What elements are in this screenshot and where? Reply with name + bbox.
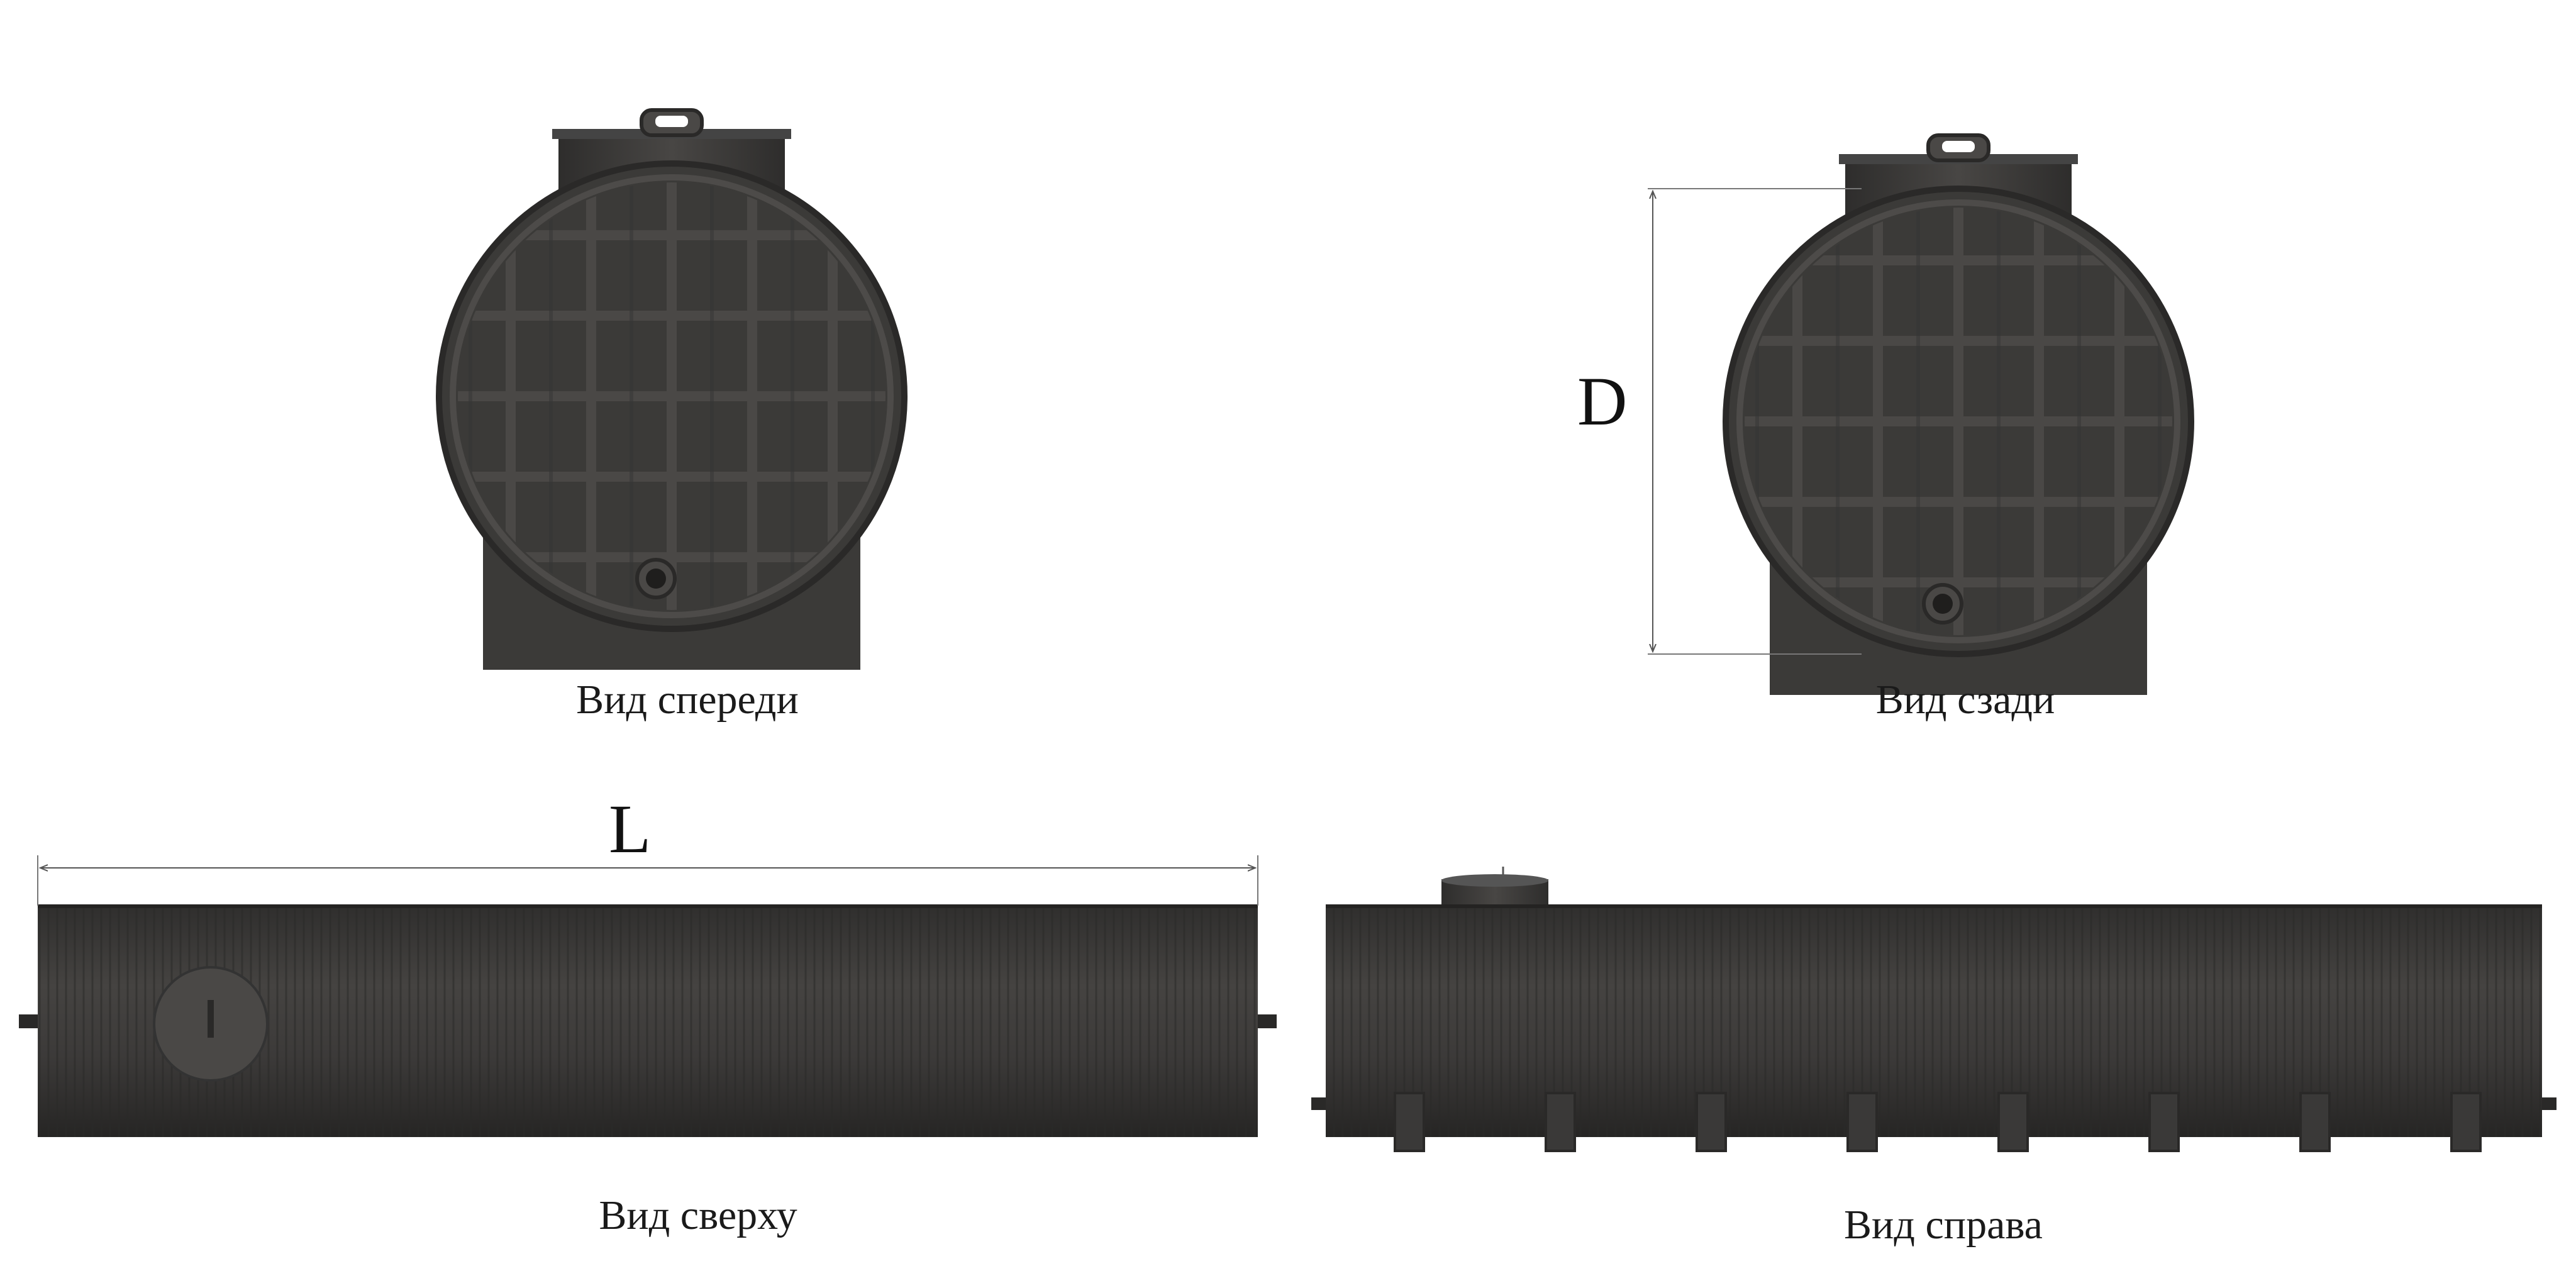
top-view <box>19 904 1277 1137</box>
dimension-d-label: D <box>1577 363 1628 440</box>
support-foot <box>1696 1092 1727 1152</box>
support-foot <box>2148 1092 2180 1152</box>
support-foot <box>1846 1092 1878 1152</box>
support-foot <box>2450 1092 2482 1152</box>
back-view <box>1723 133 2194 695</box>
caption-back-view: Вид сзади <box>1875 677 2055 723</box>
length-dimension <box>37 855 1258 906</box>
caption-front-view: Вид спереди <box>576 677 799 723</box>
diameter-dimension <box>1648 188 1862 655</box>
front-view <box>436 108 908 670</box>
side-view <box>1311 867 2557 1152</box>
caption-side-view: Вид справа <box>1844 1202 2043 1248</box>
caption-top-view: Вид сверху <box>599 1192 797 1238</box>
support-foot <box>1545 1092 1576 1152</box>
support-foot <box>1997 1092 2029 1152</box>
support-foot <box>2299 1092 2331 1152</box>
dimension-l-label: L <box>609 791 652 867</box>
support-foot <box>1394 1092 1425 1152</box>
